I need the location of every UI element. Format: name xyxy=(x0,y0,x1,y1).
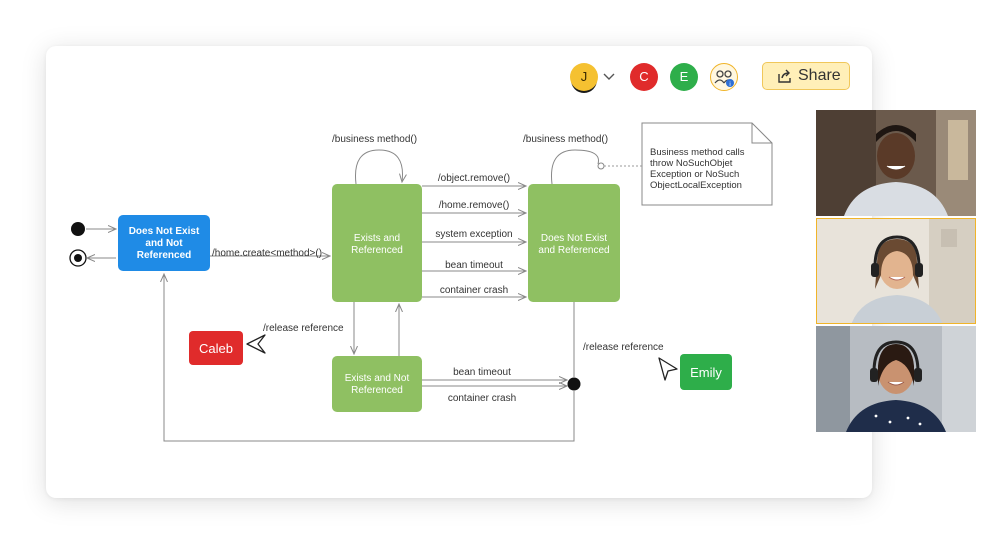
transition-label: /release reference xyxy=(583,342,664,353)
state-label-line: Exists and Not xyxy=(345,373,410,384)
transition-label: bean timeout xyxy=(445,260,503,271)
note-text-line: Business method calls xyxy=(650,147,745,158)
initial-state-node[interactable] xyxy=(71,222,85,236)
participant-photo xyxy=(817,219,975,323)
note-box[interactable] xyxy=(641,122,773,206)
cursor-label-badge xyxy=(189,331,243,365)
cursor-label: Caleb xyxy=(199,341,233,356)
transition-label: container crash xyxy=(448,393,516,404)
note-text-line: ObjectLocalException xyxy=(650,180,742,191)
note-anchor xyxy=(597,162,605,170)
pointer-cursor-icon xyxy=(658,357,678,381)
participant-photo xyxy=(816,326,976,432)
participant-video-tile[interactable] xyxy=(816,326,976,432)
share-button[interactable]: Share xyxy=(762,62,850,90)
transition-label: /release reference xyxy=(263,323,344,334)
cursor-emily: Emily xyxy=(658,354,732,390)
state-label-line: Referenced xyxy=(351,385,403,396)
state-label-line: Exists and xyxy=(354,233,400,244)
transition-label: /business method() xyxy=(332,134,417,145)
note-text-line: throw NoSuchObjet xyxy=(650,158,733,169)
svg-text:i: i xyxy=(729,82,730,88)
state-diagram: Does Not Exist and Not Referenced /home.… xyxy=(69,122,773,442)
cursor-label-badge xyxy=(680,354,732,390)
collaborators-button[interactable]: i xyxy=(710,63,738,91)
chevron-down-icon[interactable] xyxy=(603,72,615,82)
state-label-line: and Referenced xyxy=(538,245,609,256)
transition-label: /business method() xyxy=(523,134,608,145)
self-loop-transition[interactable] xyxy=(550,149,600,185)
state-label-line: and Not xyxy=(145,238,183,249)
participant-video-tile-active[interactable] xyxy=(816,218,976,324)
transition-label: system exception xyxy=(435,229,512,240)
state-does-not-exist[interactable] xyxy=(118,215,210,271)
share-icon xyxy=(778,69,791,83)
return-transition[interactable] xyxy=(164,274,575,442)
transition-label: /home.remove() xyxy=(439,200,510,211)
self-loop-transition[interactable] xyxy=(354,149,402,185)
note-text-line: Exception or NoSuch xyxy=(650,169,739,180)
final-state-core xyxy=(74,254,82,262)
transition-label: /object.remove() xyxy=(438,173,510,184)
note-fold xyxy=(751,123,772,144)
state-exists-referenced[interactable] xyxy=(332,184,422,302)
participant-photo xyxy=(816,110,976,216)
user-avatar-j[interactable]: J xyxy=(570,63,598,91)
pointer-cursor-icon xyxy=(246,334,266,354)
collaboration-toolbar: J C E i Share xyxy=(46,46,872,116)
video-call-panel xyxy=(816,110,978,432)
state-label-line: Does Not Exist xyxy=(129,226,200,237)
transition-label: /home.create<method>() xyxy=(212,248,322,259)
state-label-line: Does Not Exist xyxy=(541,233,607,244)
participant-video-tile[interactable] xyxy=(816,110,976,216)
transition-label: container crash xyxy=(440,285,508,296)
state-label-line: Referenced xyxy=(351,245,403,256)
user-avatar-e[interactable]: E xyxy=(670,63,698,91)
people-group-icon: i xyxy=(714,70,734,88)
user-avatar-c[interactable]: C xyxy=(630,63,658,91)
cursor-caleb: Caleb xyxy=(189,331,266,365)
diagram-canvas[interactable]: J C E i Share xyxy=(46,46,872,498)
state-does-not-exist-referenced[interactable] xyxy=(528,184,620,302)
share-label: Share xyxy=(798,67,841,84)
transition-label: bean timeout xyxy=(453,367,511,378)
cursor-label: Emily xyxy=(690,365,722,380)
junction-node[interactable] xyxy=(567,377,581,391)
state-exists-not-referenced[interactable] xyxy=(332,356,422,412)
state-label-line: Referenced xyxy=(137,250,191,261)
